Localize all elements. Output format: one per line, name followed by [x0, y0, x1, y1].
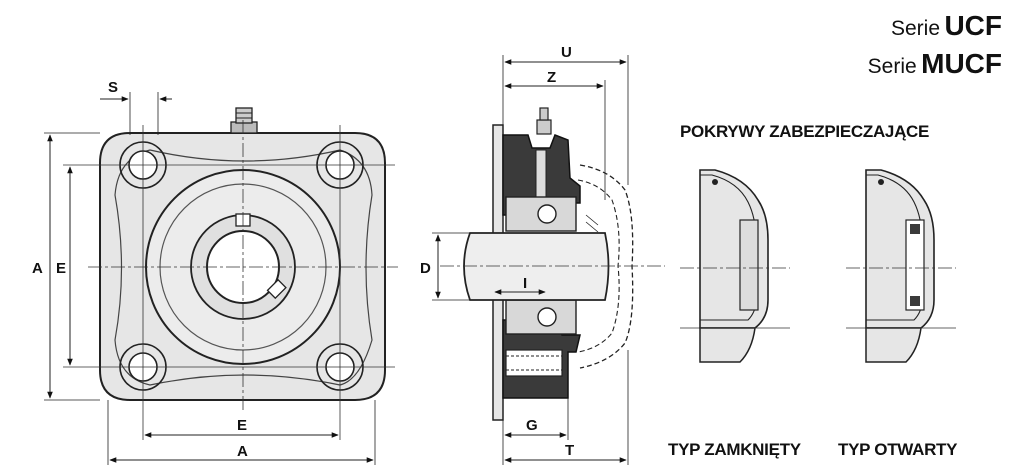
series-code: UCF: [944, 10, 1002, 41]
dim-label-i: I: [523, 275, 527, 292]
side-dimensions: U Z D I G T: [420, 44, 629, 465]
dim-label-e-vertical: E: [56, 260, 66, 277]
series-mucf: Serie MUCF: [868, 48, 1002, 80]
grease-nipple: [230, 107, 258, 134]
front-view: [63, 107, 398, 440]
dim-label-g: G: [526, 417, 538, 434]
set-screw: [266, 278, 287, 300]
dim-label-z: Z: [547, 69, 556, 86]
series-code: MUCF: [921, 48, 1002, 79]
series-prefix: Serie: [890, 17, 940, 40]
dim-label-d: D: [420, 260, 431, 277]
cover-closed-drawing: [680, 169, 790, 363]
dim-label-s: S: [108, 79, 118, 96]
cover-open-drawing: [846, 169, 956, 363]
series-ucf: Serie UCF: [891, 10, 1002, 42]
dim-label-t: T: [565, 442, 574, 459]
cover-type-closed-label: TYP ZAMKNIĘTY: [668, 440, 801, 459]
front-dimensions: S A E E A: [32, 79, 376, 465]
series-prefix: Serie: [867, 55, 917, 78]
shaft: [463, 232, 610, 301]
dim-label-u: U: [561, 44, 572, 61]
dim-label-a-vertical: A: [32, 260, 43, 277]
cover-type-open-label: TYP OTWARTY: [838, 440, 958, 459]
covers-title: POKRYWY ZABEZPIECZAJĄCE: [680, 122, 930, 141]
side-view: [440, 107, 665, 421]
dim-label-e-horizontal: E: [237, 417, 247, 434]
dim-label-a-horizontal: A: [237, 443, 248, 460]
